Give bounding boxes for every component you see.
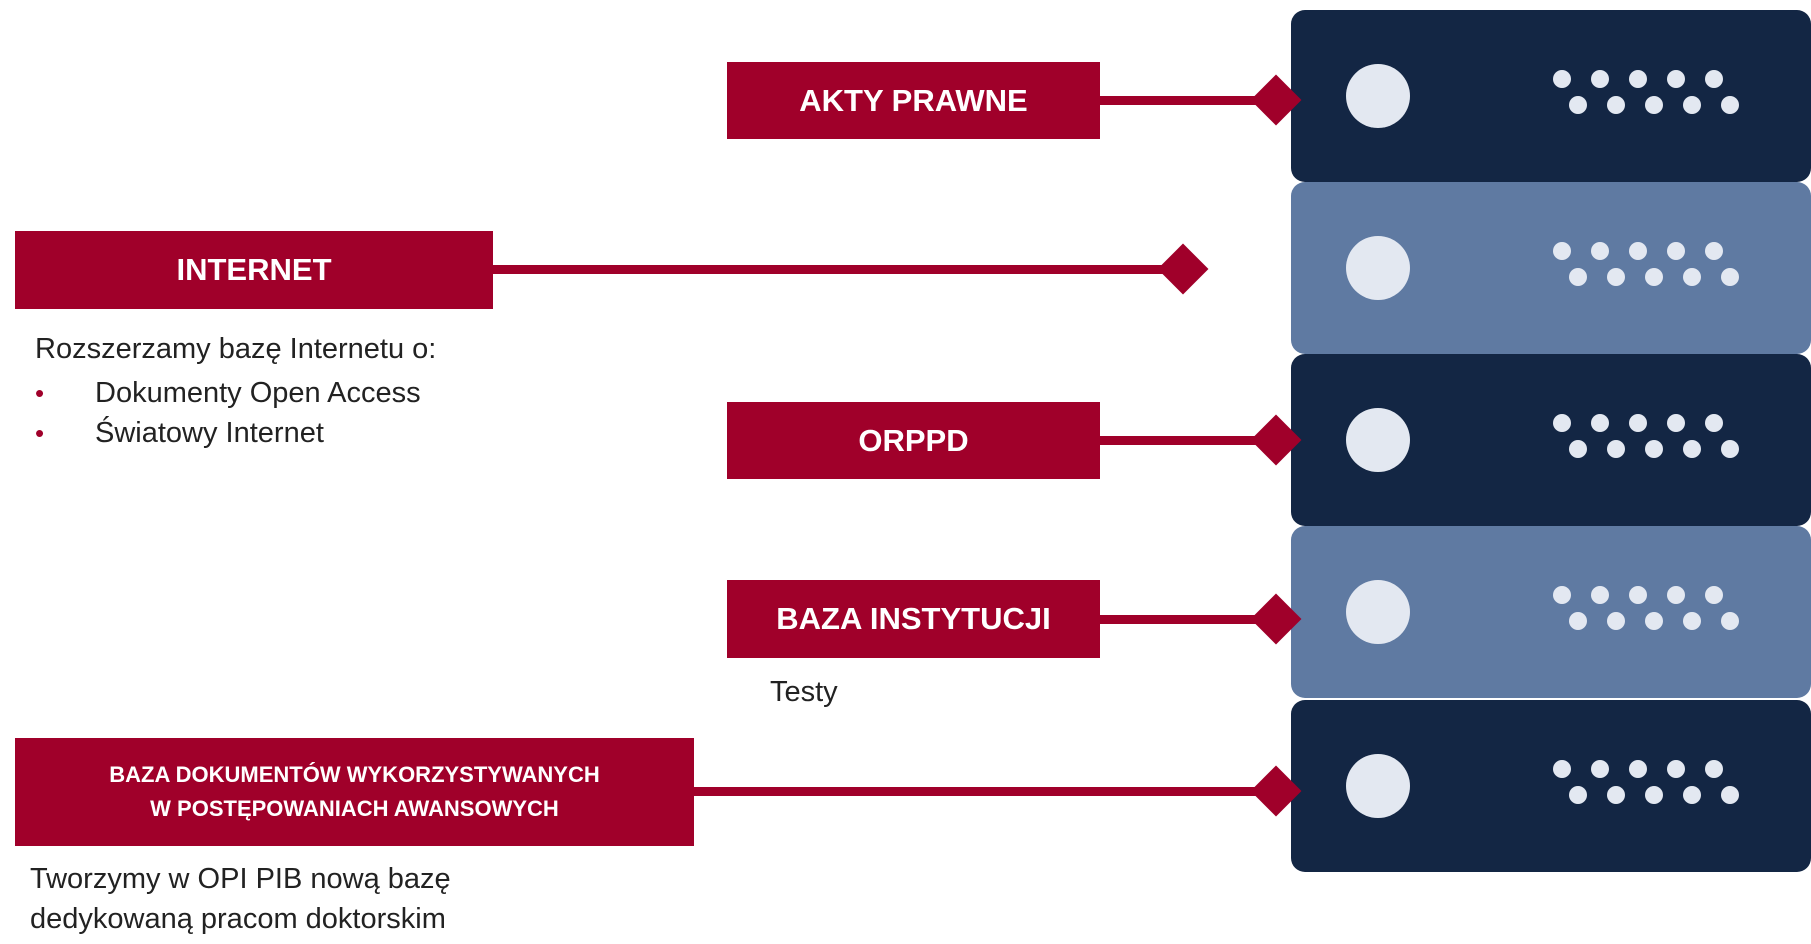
drive-indicator-icon bbox=[1346, 408, 1410, 472]
led-dot-icon bbox=[1667, 586, 1685, 604]
server-unit-internet bbox=[1291, 182, 1811, 354]
led-dot-icon bbox=[1553, 70, 1571, 88]
baza-dokumentow-label: BAZA DOKUMENTÓW WYKORZYSTYWANYCH W POSTĘ… bbox=[15, 738, 694, 846]
led-dot-icon bbox=[1553, 242, 1571, 260]
baza-dokumentow-note-line2: dedykowaną pracom doktorskim bbox=[30, 903, 446, 935]
led-dot-icon bbox=[1591, 760, 1609, 778]
led-dot-icon bbox=[1629, 760, 1647, 778]
led-dot-icon bbox=[1683, 440, 1701, 458]
baza-instytucji-label: BAZA INSTYTUCJI bbox=[727, 580, 1100, 658]
led-dot-icon bbox=[1553, 414, 1571, 432]
led-dot-icon bbox=[1667, 760, 1685, 778]
led-dot-icon bbox=[1569, 612, 1587, 630]
led-dot-icon bbox=[1683, 612, 1701, 630]
baza-dokumentow-note-line1: Tworzymy w OPI PIB nową bazę bbox=[30, 863, 451, 895]
baza-instytucji-note: Testy bbox=[770, 676, 838, 708]
internet-note-list: Dokumenty Open Access Światowy Internet bbox=[23, 373, 421, 453]
led-dot-icon bbox=[1667, 70, 1685, 88]
led-dot-icon bbox=[1645, 440, 1663, 458]
led-dot-icon bbox=[1553, 760, 1571, 778]
led-dot-icon bbox=[1705, 586, 1723, 604]
led-dot-icon bbox=[1721, 96, 1739, 114]
led-dot-icon bbox=[1629, 414, 1647, 432]
led-dot-icon bbox=[1645, 96, 1663, 114]
led-dot-icon bbox=[1705, 70, 1723, 88]
internet-note-intro: Rozszerzamy bazę Internetu o: bbox=[35, 333, 437, 365]
led-dot-icon bbox=[1667, 242, 1685, 260]
baza-dokumentow-connector bbox=[694, 787, 1276, 796]
led-dot-icon bbox=[1607, 612, 1625, 630]
drive-indicator-icon bbox=[1346, 236, 1410, 300]
led-dot-icon bbox=[1591, 414, 1609, 432]
led-dot-icon bbox=[1721, 440, 1739, 458]
server-unit-orppd bbox=[1291, 354, 1811, 526]
led-dot-icon bbox=[1705, 760, 1723, 778]
led-dot-icon bbox=[1667, 414, 1685, 432]
led-dot-icon bbox=[1645, 268, 1663, 286]
drive-indicator-icon bbox=[1346, 64, 1410, 128]
led-dots-icon bbox=[1553, 238, 1743, 298]
led-dot-icon bbox=[1569, 268, 1587, 286]
orppd-connector bbox=[1100, 436, 1276, 445]
led-dot-icon bbox=[1645, 612, 1663, 630]
server-unit-baza-instytucji bbox=[1291, 526, 1811, 698]
led-dot-icon bbox=[1683, 268, 1701, 286]
led-dot-icon bbox=[1569, 96, 1587, 114]
led-dot-icon bbox=[1569, 786, 1587, 804]
led-dot-icon bbox=[1629, 242, 1647, 260]
server-unit-baza-dokumentow bbox=[1291, 700, 1811, 872]
internet-note-item: Światowy Internet bbox=[23, 413, 421, 453]
led-dot-icon bbox=[1569, 440, 1587, 458]
led-dot-icon bbox=[1721, 612, 1739, 630]
drive-indicator-icon bbox=[1346, 754, 1410, 818]
led-dot-icon bbox=[1629, 586, 1647, 604]
led-dot-icon bbox=[1721, 786, 1739, 804]
led-dot-icon bbox=[1705, 414, 1723, 432]
server-unit-akty-prawne bbox=[1291, 10, 1811, 182]
led-dot-icon bbox=[1683, 786, 1701, 804]
internet-connector bbox=[493, 265, 1183, 274]
led-dot-icon bbox=[1607, 96, 1625, 114]
baza-instytucji-connector bbox=[1100, 615, 1276, 624]
led-dot-icon bbox=[1607, 440, 1625, 458]
led-dot-icon bbox=[1721, 268, 1739, 286]
led-dot-icon bbox=[1607, 268, 1625, 286]
orppd-label: ORPPD bbox=[727, 402, 1100, 479]
led-dots-icon bbox=[1553, 410, 1743, 470]
led-dot-icon bbox=[1645, 786, 1663, 804]
akty-prawne-connector bbox=[1100, 96, 1276, 105]
led-dot-icon bbox=[1683, 96, 1701, 114]
internet-connector-diamond-icon bbox=[1157, 243, 1209, 295]
baza-dokumentow-label-line2: W POSTĘPOWANIACH AWANSOWYCH bbox=[150, 796, 559, 821]
internet-note-item: Dokumenty Open Access bbox=[23, 373, 421, 413]
baza-dokumentow-label-line1: BAZA DOKUMENTÓW WYKORZYSTYWANYCH bbox=[109, 762, 600, 787]
led-dot-icon bbox=[1553, 586, 1571, 604]
led-dots-icon bbox=[1553, 66, 1743, 126]
led-dot-icon bbox=[1629, 70, 1647, 88]
led-dots-icon bbox=[1553, 756, 1743, 816]
internet-label: INTERNET bbox=[15, 231, 493, 309]
drive-indicator-icon bbox=[1346, 580, 1410, 644]
led-dots-icon bbox=[1553, 582, 1743, 642]
led-dot-icon bbox=[1705, 242, 1723, 260]
akty-prawne-label: AKTY PRAWNE bbox=[727, 62, 1100, 139]
led-dot-icon bbox=[1591, 242, 1609, 260]
led-dot-icon bbox=[1591, 70, 1609, 88]
led-dot-icon bbox=[1607, 786, 1625, 804]
led-dot-icon bbox=[1591, 586, 1609, 604]
